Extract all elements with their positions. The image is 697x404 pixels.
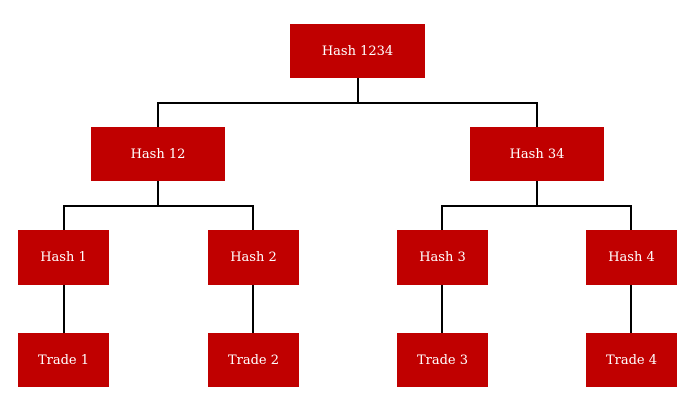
connector-hash-1-to-trade-1 [63,285,65,333]
node-hash-1: Hash 1 [18,230,109,285]
connector-to-hash-4 [630,205,632,230]
node-hash-1234: Hash 1234 [290,24,425,78]
node-hash-4: Hash 4 [586,230,677,285]
node-hash-2: Hash 2 [208,230,299,285]
node-trade-2: Trade 2 [208,333,299,387]
connector-root-bar [157,102,538,104]
node-label: Trade 3 [416,352,469,368]
node-label: Trade 4 [605,352,658,368]
connector-hash-12-stem [157,181,159,206]
connector-to-hash-2 [252,205,254,230]
node-hash-34: Hash 34 [470,127,604,181]
node-label: Hash 12 [130,146,186,162]
node-label: Trade 2 [227,352,280,368]
node-label: Hash 2 [230,250,277,265]
node-hash-3: Hash 3 [397,230,488,285]
connector-root-stem [357,78,359,103]
connector-hash-4-to-trade-4 [630,285,632,333]
connector-hash-2-to-trade-2 [252,285,254,333]
connector-hash-34-bar [441,205,632,207]
node-trade-4: Trade 4 [586,333,677,387]
node-label: Hash 4 [608,250,655,265]
connector-hash-34-stem [536,181,538,206]
connector-to-hash-3 [441,205,443,230]
connector-to-hash-34 [536,102,538,127]
node-trade-3: Trade 3 [397,333,488,387]
connector-to-hash-12 [157,102,159,127]
node-label: Trade 1 [37,352,90,368]
node-label: Hash 3 [419,250,466,265]
connector-to-hash-1 [63,205,65,230]
node-label: Hash 1234 [321,43,394,59]
connector-hash-12-bar [63,205,254,207]
node-label: Hash 34 [509,146,565,162]
node-label: Hash 1 [40,250,87,265]
node-trade-1: Trade 1 [18,333,109,387]
node-hash-12: Hash 12 [91,127,225,181]
connector-hash-3-to-trade-3 [441,285,443,333]
